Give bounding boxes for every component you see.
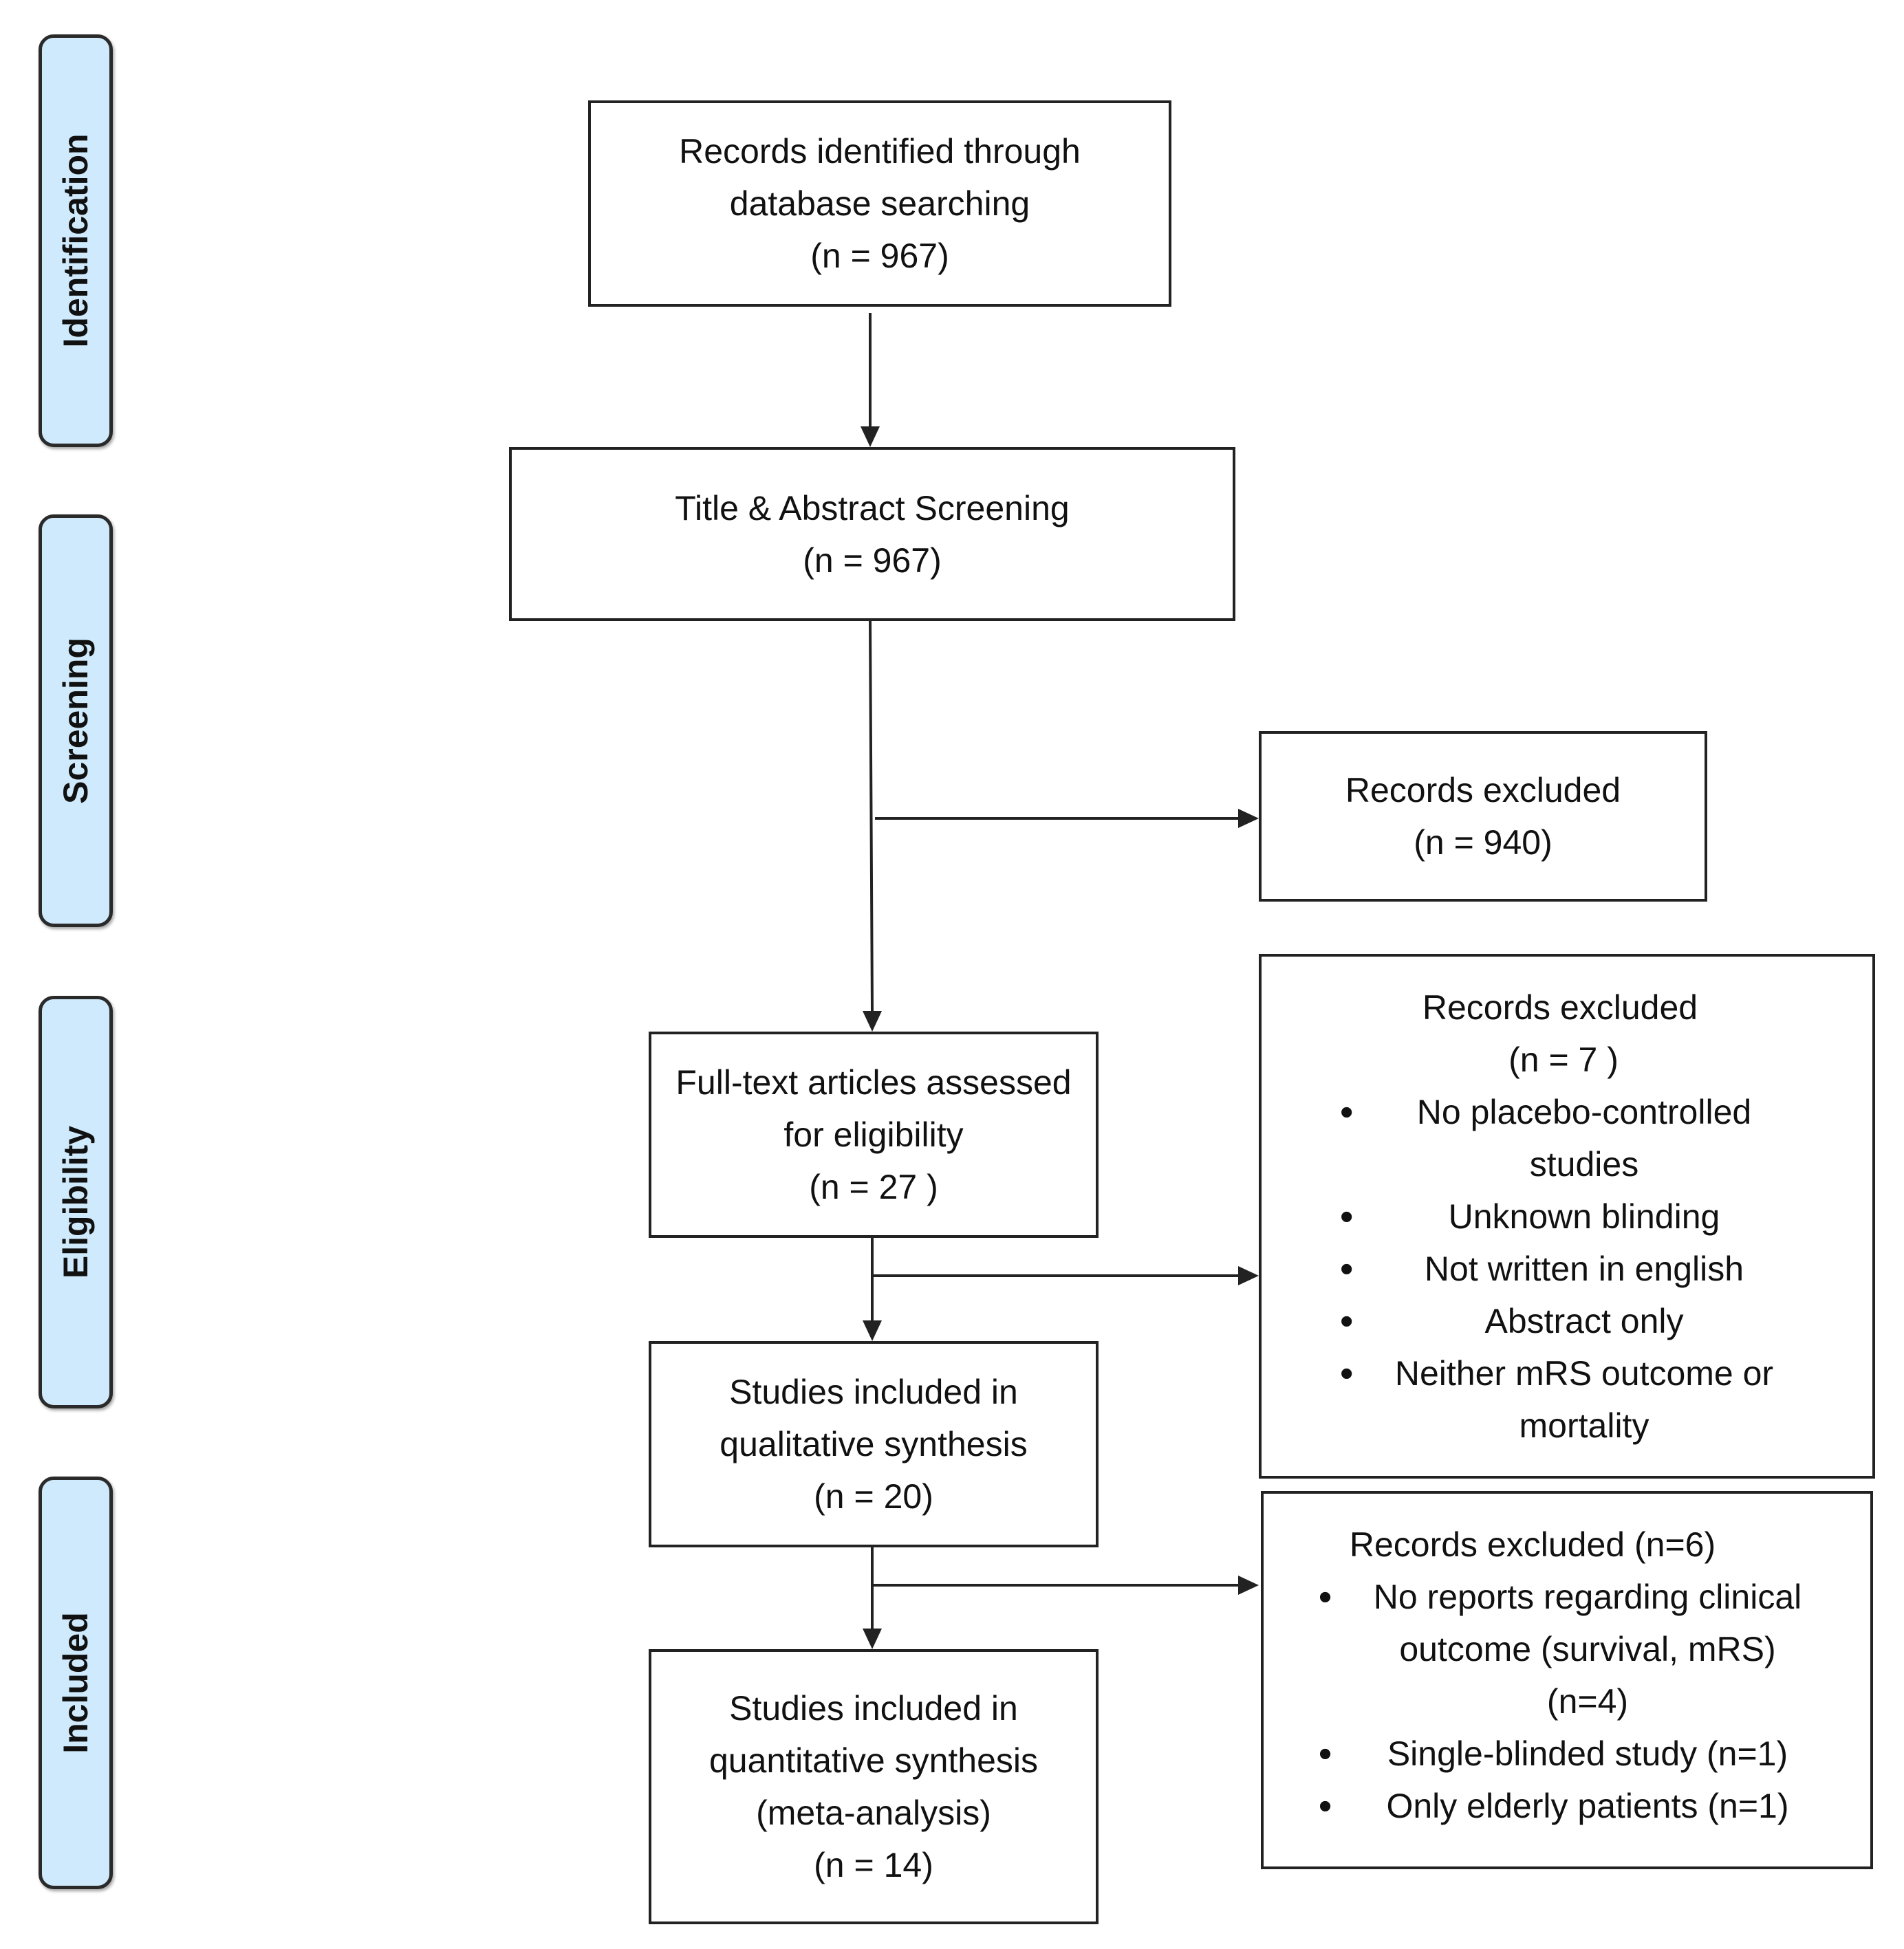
box-records-excluded-screening: Records excluded (n = 940) xyxy=(1259,731,1707,902)
box-text: (meta-analysis) xyxy=(756,1794,991,1832)
box-text: Title & Abstract Screening xyxy=(675,488,1070,527)
arrow-screening-to-fulltext xyxy=(869,620,874,1012)
arrowhead-down xyxy=(863,1011,882,1032)
arrowhead-down xyxy=(863,1629,882,1649)
list-item: Abstract only xyxy=(1340,1295,1773,1347)
box-title-abstract-screening: Title & Abstract Screening (n = 967) xyxy=(509,447,1235,621)
box-count: (n = 27 ) xyxy=(809,1168,938,1206)
exclusion-reasons-list: No placebo-controlled studies Unknown bl… xyxy=(1340,1086,1773,1452)
box-count: (n = 14) xyxy=(814,1846,933,1884)
arrowhead-right xyxy=(1238,1266,1259,1285)
list-item: No reports regarding clinical outcome (s… xyxy=(1319,1571,1802,1728)
box-count: (n = 7 ) xyxy=(1508,1041,1619,1079)
arrowhead-right xyxy=(1238,1576,1259,1595)
box-text: Records excluded xyxy=(1422,988,1698,1027)
phase-screening: Screening xyxy=(39,514,113,927)
box-count: (n = 967) xyxy=(810,237,949,275)
box-text: Records excluded xyxy=(1345,771,1621,809)
box-records-excluded-qualitative: Records excluded (n=6) No reports regard… xyxy=(1261,1491,1873,1869)
phase-eligibility-label: Eligibility xyxy=(56,1125,95,1279)
box-qualitative-synthesis: Studies included in qualitative synthesi… xyxy=(649,1341,1099,1547)
box-text: Studies included in xyxy=(729,1689,1018,1728)
list-item: Only elderly patients (n=1) xyxy=(1319,1780,1802,1832)
list-item: Single-blinded study (n=1) xyxy=(1319,1728,1802,1780)
box-count: (n = 20) xyxy=(814,1477,933,1516)
phase-identification-label: Identification xyxy=(56,133,95,348)
phase-included-label: Included xyxy=(56,1612,95,1754)
list-item: Not written in english xyxy=(1340,1243,1773,1295)
box-count: (n = 967) xyxy=(803,541,942,580)
exclusion-reasons-list: No reports regarding clinical outcome (s… xyxy=(1319,1571,1802,1832)
list-item: No placebo-controlled studies xyxy=(1340,1086,1773,1190)
box-count: (n = 940) xyxy=(1414,823,1553,862)
box-records-excluded-fulltext: Records excluded (n = 7 ) No placebo-con… xyxy=(1259,954,1875,1479)
phase-screening-label: Screening xyxy=(56,638,95,804)
phase-identification: Identification xyxy=(39,34,113,447)
arrowhead-right xyxy=(1238,809,1259,828)
phase-eligibility: Eligibility xyxy=(39,996,113,1408)
box-text: quantitative synthesis xyxy=(708,1741,1039,1780)
list-item: Unknown blinding xyxy=(1340,1190,1773,1243)
box-text: Records excluded (n=6) xyxy=(1349,1525,1716,1564)
box-text: Studies included in xyxy=(729,1373,1018,1411)
box-text: Full-text articles assessed xyxy=(675,1063,1072,1102)
box-text: for eligibility xyxy=(783,1115,964,1154)
box-text: database searching xyxy=(729,184,1030,223)
arrowhead-down xyxy=(861,426,880,447)
box-fulltext-assessed: Full-text articles assessed for eligibil… xyxy=(649,1032,1099,1238)
phase-included: Included xyxy=(39,1477,113,1889)
box-records-identified: Records identified through database sear… xyxy=(588,100,1171,307)
box-text: qualitative synthesis xyxy=(720,1425,1028,1463)
box-quantitative-synthesis: Studies included in quantitative synthes… xyxy=(649,1649,1099,1924)
arrowhead-down xyxy=(863,1320,882,1341)
list-item: Neither mRS outcome or mortality xyxy=(1340,1347,1773,1452)
box-text: Records identified through xyxy=(679,132,1081,171)
